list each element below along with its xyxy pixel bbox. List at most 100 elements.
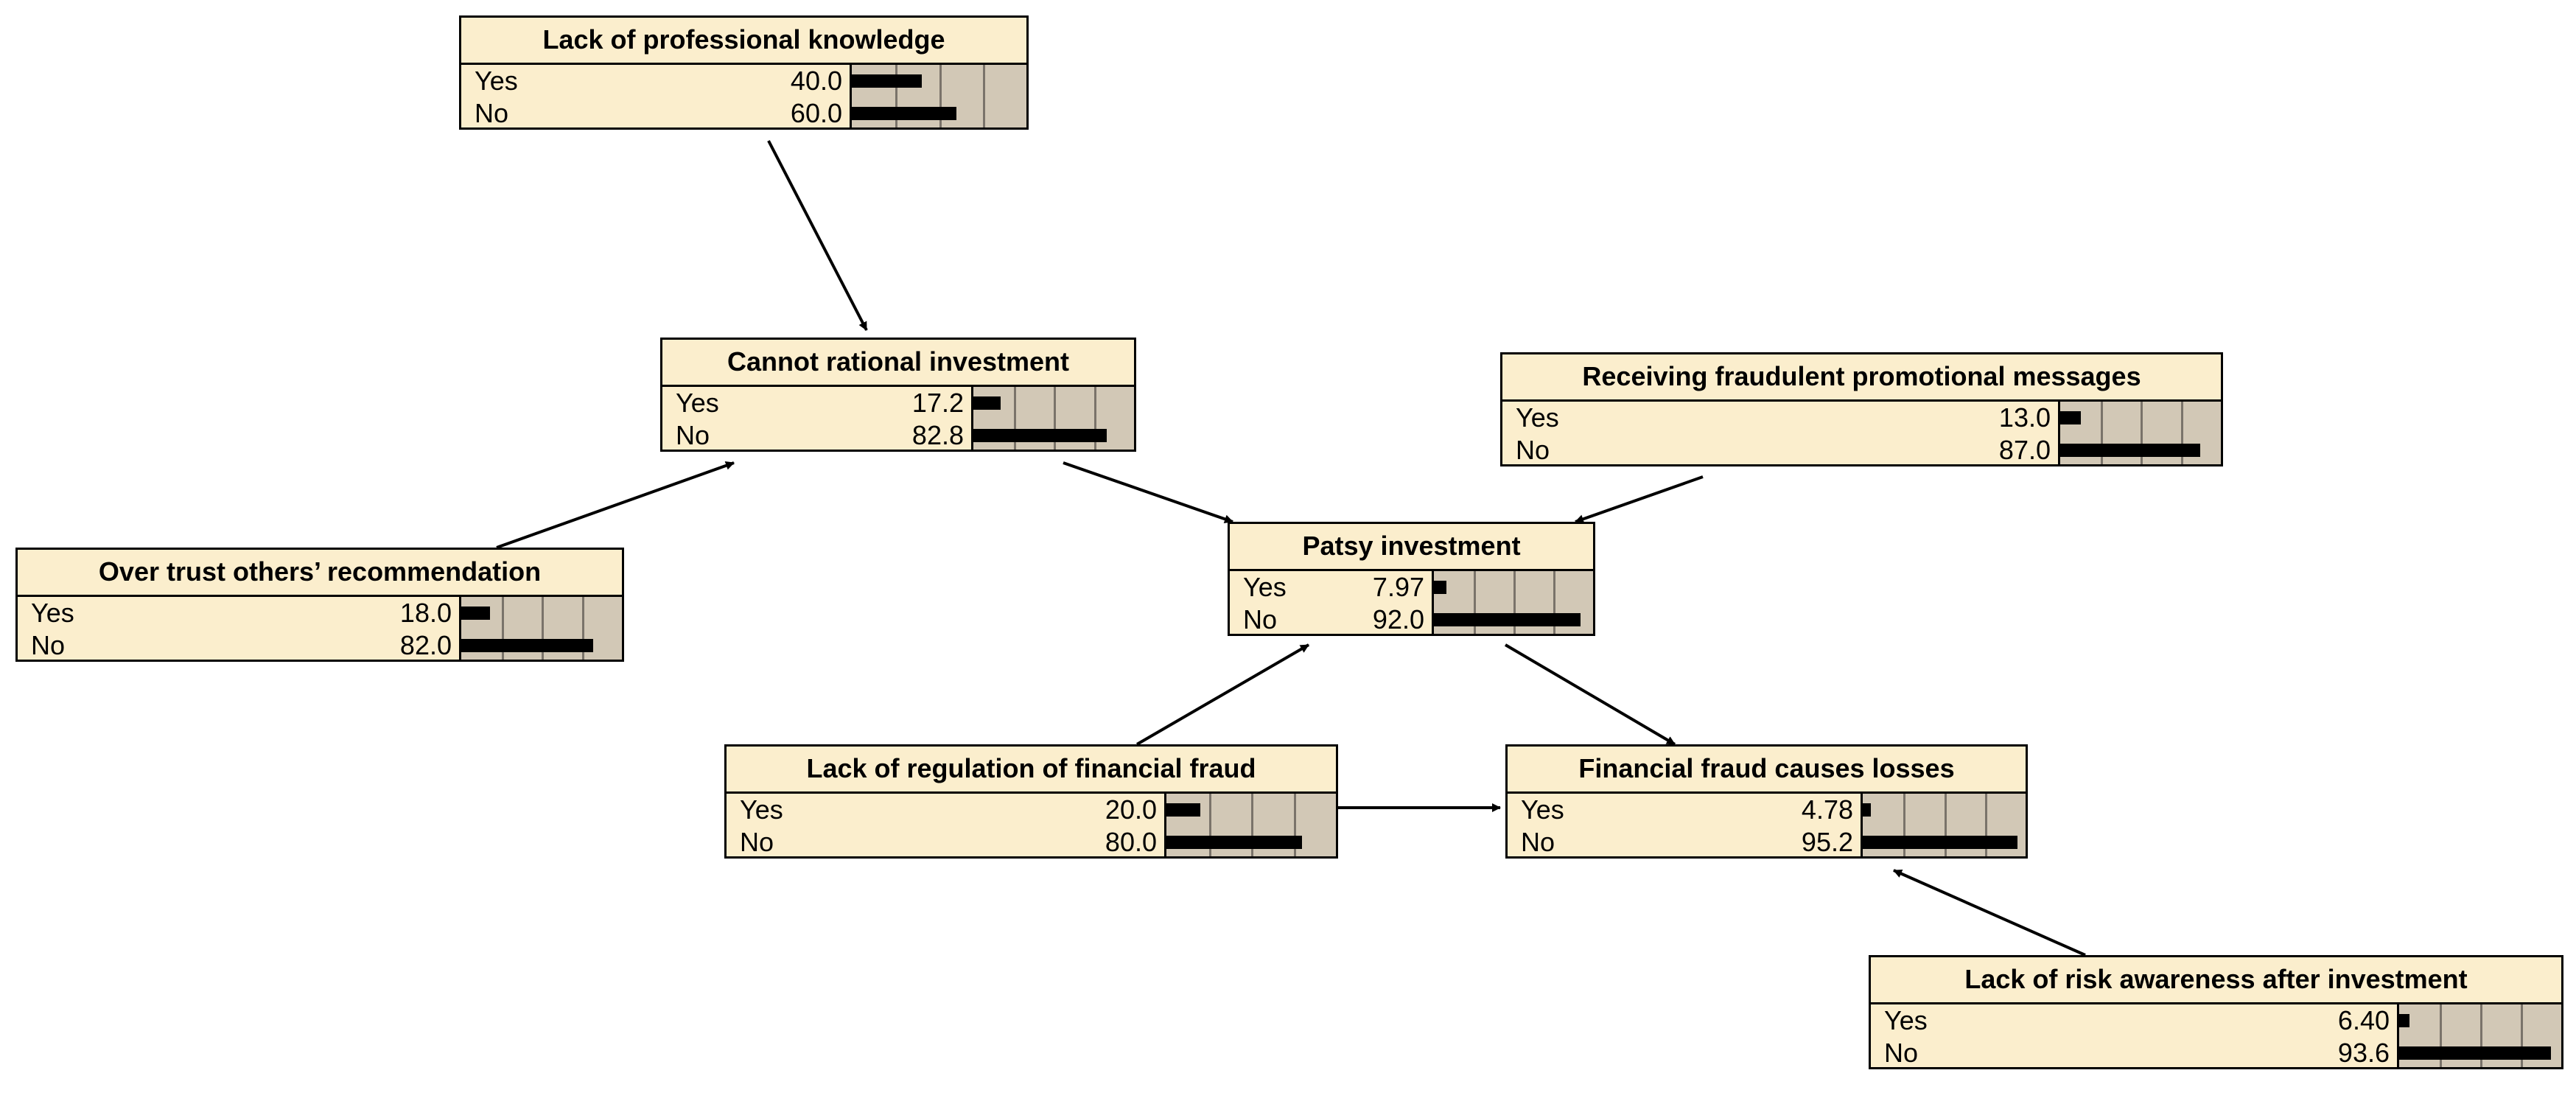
belief-bar-panel — [1432, 571, 1593, 634]
state-value: 82.8 — [911, 420, 964, 450]
state-label: Yes — [31, 598, 74, 628]
state-row-no: No 82.0 — [18, 629, 622, 662]
state-value: 40.0 — [790, 66, 842, 96]
state-value: 60.0 — [790, 98, 842, 128]
edge-otr-to-cri — [496, 461, 735, 549]
bar-gridline — [1985, 794, 1987, 856]
bar-gridline — [1513, 571, 1516, 634]
edge-lrf-to-pi — [1135, 643, 1310, 746]
state-row-yes: Yes 18.0 — [18, 597, 622, 629]
node-rfp[interactable]: Receiving fraudulent promotional message… — [1500, 352, 2223, 466]
state-value: 95.2 — [1801, 827, 1853, 857]
belief-bar-yes — [2399, 1014, 2409, 1027]
state-row-yes: Yes 20.0 — [727, 794, 1336, 826]
node-title: Patsy investment — [1230, 524, 1593, 571]
belief-bar-yes — [461, 607, 490, 620]
node-title: Financial fraud causes losses — [1508, 747, 2026, 794]
belief-bar-no — [852, 107, 956, 120]
state-value: 93.6 — [2337, 1038, 2390, 1068]
state-value: 17.2 — [911, 388, 964, 418]
edge-cri-to-pi — [1063, 461, 1233, 524]
state-label: No — [31, 630, 66, 660]
bar-gridline — [502, 597, 504, 660]
belief-bar-panel — [1164, 794, 1336, 856]
edge-rfp-to-pi — [1575, 475, 1704, 524]
bar-gridline — [895, 65, 897, 127]
bar-gridline — [2101, 402, 2103, 464]
state-label: Yes — [1243, 572, 1287, 602]
belief-bar-panel — [2058, 402, 2221, 464]
state-value: 87.0 — [1998, 435, 2051, 465]
state-row-yes: Yes 4.78 — [1508, 794, 2026, 826]
node-title: Over trust others’ recommendation — [18, 550, 622, 597]
edge-lra-to-ffl — [1893, 869, 2086, 957]
state-value: 7.97 — [1372, 572, 1424, 602]
bar-gridline — [983, 65, 985, 127]
belief-bar-yes — [1863, 803, 1871, 817]
state-label: No — [676, 420, 710, 450]
state-label: No — [475, 98, 509, 128]
state-value: 18.0 — [399, 598, 452, 628]
edge-pi-to-ffl — [1504, 643, 1676, 746]
state-value: 82.0 — [399, 630, 452, 660]
bar-gridline — [2440, 1004, 2442, 1067]
bar-gridline — [2480, 1004, 2482, 1067]
bar-gridline — [582, 597, 584, 660]
state-value: 4.78 — [1801, 794, 1853, 825]
state-row-yes: Yes 17.2 — [662, 387, 1134, 419]
bar-gridline — [2141, 402, 2143, 464]
bar-gridline — [1474, 571, 1476, 634]
belief-bar-yes — [1166, 803, 1200, 817]
bar-gridline — [1903, 794, 1905, 856]
state-label: Yes — [475, 66, 518, 96]
state-value: 13.0 — [1998, 402, 2051, 433]
state-row-yes: Yes 7.97 — [1230, 571, 1593, 604]
belief-bar-panel — [459, 597, 622, 660]
bar-gridline — [542, 597, 544, 660]
bar-gridline — [1294, 794, 1296, 856]
node-title: Lack of risk awareness after investment — [1871, 957, 2561, 1004]
state-row-no: No 60.0 — [461, 97, 1026, 130]
node-title: Cannot rational investment — [662, 340, 1134, 387]
state-row-yes: Yes 40.0 — [461, 65, 1026, 97]
bar-gridline — [1014, 387, 1016, 450]
bar-gridline — [1553, 571, 1555, 634]
belief-bar-panel — [1861, 794, 2026, 856]
state-row-no: No 93.6 — [1871, 1037, 2561, 1069]
state-label: No — [1884, 1038, 1919, 1068]
belief-bar-yes — [2060, 411, 2081, 424]
state-value: 6.40 — [2337, 1005, 2390, 1035]
belief-bar-yes — [852, 74, 922, 88]
belief-bar-yes — [1434, 581, 1446, 594]
state-label: Yes — [1521, 794, 1564, 825]
belief-bar-no — [461, 639, 593, 652]
bar-gridline — [2181, 402, 2183, 464]
belief-bar-panel — [850, 65, 1026, 127]
edge-lpk-to-cri — [767, 140, 868, 331]
state-value: 92.0 — [1372, 604, 1424, 635]
belief-bar-no — [1166, 836, 1302, 849]
bar-gridline — [1054, 387, 1056, 450]
state-label: Yes — [676, 388, 719, 418]
bar-gridline — [2521, 1004, 2523, 1067]
state-label: Yes — [740, 794, 783, 825]
state-value: 20.0 — [1105, 794, 1157, 825]
bar-gridline — [939, 65, 942, 127]
bar-gridline — [1094, 387, 1096, 450]
belief-bar-no — [1863, 836, 2017, 849]
state-row-no: No 82.8 — [662, 419, 1134, 452]
belief-bar-no — [1434, 613, 1581, 626]
node-title: Lack of professional knowledge — [461, 18, 1026, 65]
